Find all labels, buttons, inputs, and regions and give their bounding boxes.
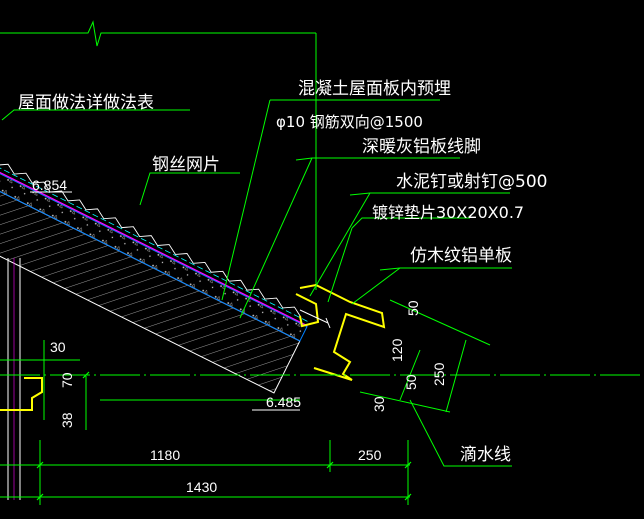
- label-gasket: 镀锌垫片30X20X0.7: [372, 203, 524, 222]
- dim-1430: 1430: [186, 479, 217, 495]
- dim-1180: 1180: [150, 447, 180, 463]
- label-rebar-spec: φ10 钢筋双向@1500: [276, 113, 423, 131]
- fastener: [299, 309, 331, 329]
- dim-50b: 50: [403, 374, 419, 390]
- dim-250-bottom: 250: [358, 447, 382, 463]
- elevation-markers: [30, 191, 300, 411]
- elevation-bottom: 6.485: [266, 394, 301, 410]
- label-drip-line: 滴水线: [460, 445, 511, 465]
- insulation-layer: [0, 169, 308, 342]
- break-line: [0, 20, 317, 290]
- roof-tiles: [0, 163, 302, 318]
- concrete-layer: [0, 184, 301, 394]
- dim-70: 70: [59, 372, 75, 388]
- dim-30-right: 30: [371, 396, 387, 412]
- roof-slab: [0, 163, 310, 394]
- leader-lines: [1, 99, 512, 467]
- left-wall: [7, 258, 21, 500]
- elevation-top: 6.854: [32, 177, 67, 193]
- membrane-line: [0, 169, 308, 327]
- label-nail: 水泥钉或射钉@500: [396, 172, 547, 192]
- dim-30-left: 30: [50, 339, 66, 355]
- dim-250-right: 250: [431, 362, 447, 386]
- dimension-lines: [0, 299, 644, 505]
- dim-50: 50: [405, 300, 421, 316]
- dim-38: 38: [59, 412, 75, 428]
- label-concrete-embed: 混凝土屋面板内预埋: [298, 79, 451, 99]
- dimension-ticks: [36, 371, 412, 501]
- aluminum-profile: [0, 283, 386, 411]
- dim-120: 120: [389, 338, 405, 362]
- label-roof-table: 屋面做法详做法表: [18, 93, 154, 113]
- label-foot-line: 深暖灰铝板线脚: [362, 137, 481, 157]
- label-steel-mesh: 钢丝网片: [152, 155, 220, 175]
- label-wood-panel: 仿木纹铝单板: [410, 246, 512, 266]
